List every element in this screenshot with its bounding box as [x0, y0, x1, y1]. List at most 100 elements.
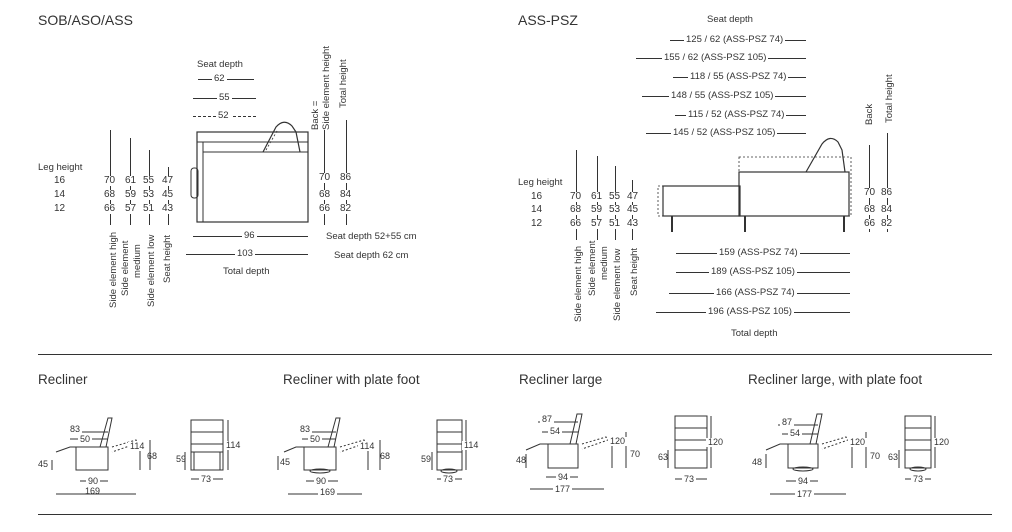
- recliner-3-front-w: 73: [911, 474, 926, 484]
- right-depth-3: 148 / 55 (ASS-PSZ 105): [669, 90, 776, 101]
- left-back-label-2: Side element height: [321, 46, 332, 130]
- left-seat-47: 47: [162, 175, 174, 186]
- right-low-line: [615, 166, 616, 240]
- recliner-1-d2: 50: [308, 434, 323, 444]
- right-leg-14: 14: [531, 204, 543, 215]
- recliner-0-h-left: 45: [38, 459, 49, 469]
- left-col-label-low: Side element low: [146, 234, 157, 307]
- recliner-0-d2: 50: [78, 434, 93, 444]
- right-total-depth-3: 196 (ASS-PSZ 105): [706, 306, 794, 317]
- recliner-title-3: Recliner large, with plate foot: [748, 372, 923, 387]
- recliner-3-w1: 94: [796, 476, 811, 486]
- left-seat-depth-52: 52: [216, 110, 231, 121]
- right-total-84: 84: [881, 204, 893, 215]
- left-medium-61: 61: [125, 175, 137, 186]
- left-seat-45: 45: [162, 189, 174, 200]
- right-back-66: 66: [864, 218, 876, 229]
- recliner-2-front-seat: 63: [658, 452, 669, 462]
- left-back-label-1: Back =: [310, 100, 321, 130]
- right-total-depth-0: 159 (ASS-PSZ 74): [717, 247, 800, 258]
- left-back-68: 68: [319, 189, 331, 200]
- right-back-label: Back: [864, 103, 875, 125]
- left-seat-depth-label: Seat depth: [197, 59, 243, 70]
- recliner-2-d2: 54: [548, 426, 563, 436]
- right-medium-57: 57: [591, 218, 603, 229]
- right-high-70: 70: [570, 191, 582, 202]
- recliner-0-front-seat: 59: [176, 454, 187, 464]
- right-total-82: 82: [881, 218, 893, 229]
- recliner-title-0: Recliner: [38, 372, 88, 387]
- recliner-3-d2: 54: [788, 428, 803, 438]
- recliner-2-w1: 94: [556, 472, 571, 482]
- recliner-1-d1: 83: [298, 424, 313, 434]
- left-seat-depth-55: 55: [217, 92, 232, 103]
- recliner-2-front-w: 73: [682, 474, 697, 484]
- recliner-0-d1: 83: [68, 424, 83, 434]
- recliner-3-d1: 87: [780, 417, 795, 427]
- recliner-0-w2: 169: [85, 486, 101, 496]
- left-col-label-medium-2: medium: [132, 244, 143, 278]
- left-low-53: 53: [143, 189, 155, 200]
- right-col-label-high: Side element high: [573, 245, 584, 322]
- recliner-1-h-right2: 68: [380, 451, 391, 461]
- recliner-0-front-h: 114: [224, 440, 243, 450]
- recliner-3-h-left: 48: [752, 457, 763, 467]
- right-high-66: 66: [570, 218, 582, 229]
- left-leg-height-label: Leg height: [38, 162, 83, 173]
- right-medium-61: 61: [591, 191, 603, 202]
- left-leg-14: 14: [54, 189, 66, 200]
- left-high-70: 70: [104, 175, 116, 186]
- recliner-0-h-right1: 114: [128, 441, 147, 451]
- recliner-2-d1: 87: [540, 414, 555, 424]
- right-low-53: 53: [609, 204, 621, 215]
- right-low-51: 51: [609, 218, 621, 229]
- recliner-2-h-right2: 70: [630, 449, 641, 459]
- right-depth-4: 115 / 52 (ASS-PSZ 74): [686, 109, 787, 120]
- recliner-3-h-right1: 120: [848, 437, 868, 447]
- recliner-1-w1: 90: [314, 476, 329, 486]
- left-seat-depth-62: 62: [212, 73, 227, 84]
- left-medium-57: 57: [125, 203, 137, 214]
- left-total-height-label: Total height: [338, 59, 349, 108]
- recliner-2-w2: 177: [553, 484, 573, 494]
- recliner-1-h-left: 45: [280, 457, 291, 467]
- right-leg-12: 12: [531, 218, 543, 229]
- right-seat-depth-label: Seat depth: [707, 14, 753, 25]
- right-depth-0: 125 / 62 (ASS-PSZ 74): [684, 34, 786, 45]
- recliner-0-front-w: 73: [199, 474, 214, 484]
- left-high-68: 68: [104, 189, 116, 200]
- right-total-depth-label: Total depth: [731, 328, 778, 339]
- left-seat-depth-note-1: Seat depth 52+55 cm: [326, 231, 417, 242]
- divider-top: [38, 354, 992, 355]
- right-medium-59: 59: [591, 204, 603, 215]
- recliner-2-h-left: 48: [516, 455, 527, 465]
- recliner-1-front-w: 73: [441, 474, 456, 484]
- left-low-line: [149, 150, 150, 225]
- left-leg-12: 12: [54, 203, 66, 214]
- left-leg-16: 16: [54, 175, 66, 186]
- left-low-51: 51: [143, 203, 155, 214]
- divider-bottom: [38, 514, 992, 515]
- right-seat-43: 43: [627, 218, 639, 229]
- recliner-1-h-right1: 114: [358, 441, 377, 451]
- right-depth-2: 118 / 55 (ASS-PSZ 74): [688, 71, 789, 82]
- recliner-2-front-h: 120: [706, 437, 726, 447]
- right-total-height-label: Total height: [884, 74, 895, 123]
- right-back-70: 70: [864, 187, 876, 198]
- left-total-depth-label: Total depth: [223, 266, 270, 277]
- right-seat-47: 47: [627, 191, 639, 202]
- left-back-70: 70: [319, 172, 331, 183]
- right-low-55: 55: [609, 191, 621, 202]
- recliner-3-front-seat: 63: [888, 452, 899, 462]
- right-back-68: 68: [864, 204, 876, 215]
- left-section-title: SOB/ASO/ASS: [38, 12, 133, 28]
- left-col-label-high: Side element high: [108, 231, 119, 308]
- left-medium-59: 59: [125, 189, 137, 200]
- right-total-depth-1: 189 (ASS-PSZ 105): [709, 266, 797, 277]
- left-back-66: 66: [319, 203, 331, 214]
- right-seat-45: 45: [627, 204, 639, 215]
- left-total-82: 82: [340, 203, 352, 214]
- recliner-3-front-h: 120: [932, 437, 952, 447]
- left-total-86: 86: [340, 172, 352, 183]
- left-col-label-seat: Seat height: [162, 234, 173, 283]
